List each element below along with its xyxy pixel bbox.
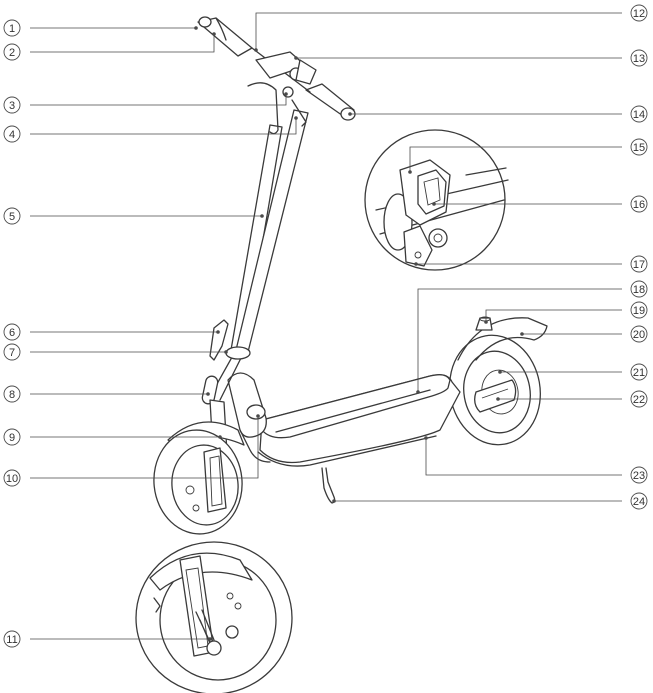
callout-24: 24 bbox=[332, 492, 648, 510]
callout-9: 9 bbox=[3, 428, 222, 446]
svg-text:4: 4 bbox=[9, 129, 15, 141]
callout-10: 10 bbox=[3, 414, 260, 487]
svg-text:8: 8 bbox=[9, 389, 15, 401]
deck bbox=[257, 374, 461, 467]
callout-20: 20 bbox=[520, 325, 648, 343]
svg-text:20: 20 bbox=[633, 329, 645, 341]
front-wheel bbox=[153, 429, 243, 535]
svg-text:10: 10 bbox=[6, 473, 18, 485]
svg-text:6: 6 bbox=[9, 327, 15, 339]
svg-text:23: 23 bbox=[633, 470, 645, 482]
svg-text:21: 21 bbox=[633, 367, 645, 379]
rear-hook-plate bbox=[474, 379, 517, 413]
svg-text:5: 5 bbox=[9, 211, 15, 223]
callout-7: 7 bbox=[3, 343, 228, 361]
front-reflector bbox=[201, 375, 219, 405]
callout-21: 21 bbox=[498, 363, 648, 381]
callout-4: 4 bbox=[3, 116, 298, 143]
svg-text:17: 17 bbox=[633, 259, 645, 271]
svg-text:16: 16 bbox=[633, 199, 645, 211]
front-wheel-detail bbox=[135, 541, 293, 693]
folding-latch bbox=[209, 319, 229, 361]
kickstand bbox=[321, 467, 336, 504]
callout-2: 2 bbox=[3, 32, 216, 61]
handlebar bbox=[197, 16, 356, 135]
brake-lever-detail bbox=[364, 129, 509, 271]
stem bbox=[207, 109, 309, 401]
svg-text:1: 1 bbox=[9, 23, 15, 35]
scooter-drawing bbox=[135, 16, 548, 693]
folding-joint bbox=[227, 372, 267, 438]
callout-12: 12 bbox=[254, 4, 648, 52]
callout-15: 15 bbox=[408, 138, 648, 174]
callout-18: 18 bbox=[416, 280, 648, 394]
callout-14: 14 bbox=[348, 105, 648, 123]
callout-11: 11 bbox=[3, 630, 212, 648]
callout-3: 3 bbox=[3, 92, 288, 114]
svg-text:14: 14 bbox=[633, 109, 645, 121]
callout-8: 8 bbox=[3, 385, 210, 403]
callout-6: 6 bbox=[3, 323, 220, 341]
folding-ring bbox=[225, 346, 251, 360]
svg-text:7: 7 bbox=[9, 347, 15, 359]
callouts: 1 2 3 4 5 6 7 bbox=[3, 4, 648, 648]
svg-text:15: 15 bbox=[633, 142, 645, 154]
svg-text:9: 9 bbox=[9, 432, 15, 444]
svg-text:13: 13 bbox=[633, 53, 645, 65]
callout-22: 22 bbox=[496, 390, 648, 408]
svg-text:19: 19 bbox=[633, 305, 645, 317]
svg-text:11: 11 bbox=[6, 634, 17, 646]
svg-text:22: 22 bbox=[633, 394, 645, 406]
callout-16: 16 bbox=[432, 195, 648, 213]
callout-23: 23 bbox=[424, 436, 648, 484]
svg-text:2: 2 bbox=[9, 47, 15, 59]
svg-text:3: 3 bbox=[9, 100, 15, 112]
callout-19: 19 bbox=[484, 301, 648, 324]
callout-13: 13 bbox=[294, 49, 648, 67]
callout-5: 5 bbox=[3, 207, 264, 225]
svg-text:18: 18 bbox=[633, 284, 645, 296]
svg-text:12: 12 bbox=[633, 8, 645, 20]
callout-1: 1 bbox=[3, 19, 198, 37]
callout-17: 17 bbox=[414, 255, 648, 273]
svg-text:24: 24 bbox=[633, 496, 645, 508]
